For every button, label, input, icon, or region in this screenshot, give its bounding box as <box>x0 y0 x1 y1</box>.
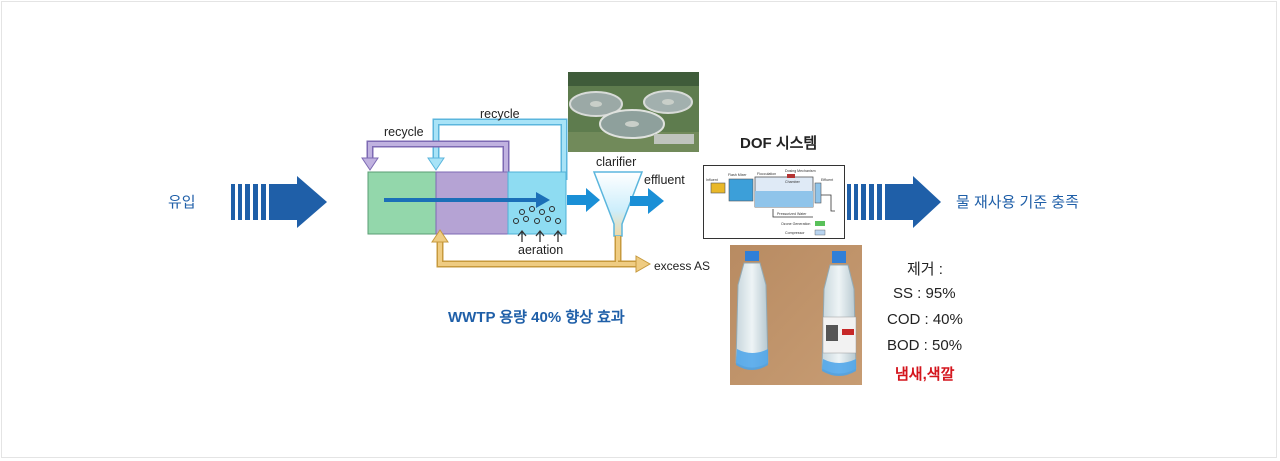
clarifier-label: clarifier <box>596 155 636 169</box>
dof-title: DOF 시스템 <box>740 135 818 152</box>
removal-cod: COD : 40% <box>887 311 963 328</box>
clarifier-tank <box>592 171 644 237</box>
svg-text:Pressurized Water: Pressurized Water <box>777 212 807 216</box>
removal-ss: SS : 95% <box>893 285 956 302</box>
removal-title: 제거 : <box>907 261 943 278</box>
aeration-bubbles <box>513 206 561 224</box>
removal-bod: BOD : 50% <box>887 337 963 354</box>
aeration-label: aeration <box>518 243 563 257</box>
removal-odor-color: 냄새,색깔 <box>895 366 955 383</box>
dof-schematic: Influent Flash Mixer Flocculation Dosing… <box>703 165 845 239</box>
recycle-top-label: recycle <box>480 107 520 121</box>
svg-text:Flash Mixer: Flash Mixer <box>728 173 747 177</box>
svg-text:Compressor: Compressor <box>785 231 805 235</box>
svg-text:Dosing Mechanism: Dosing Mechanism <box>785 169 816 173</box>
outflow-label: 물 재사용 기준 충족 <box>956 194 1079 211</box>
effluent-label: effluent <box>644 173 685 187</box>
excess-as-label: excess AS <box>654 259 710 273</box>
clarifier-aerial-photo <box>568 72 699 152</box>
water-bottles-photo <box>730 245 862 385</box>
svg-text:Flocculation: Flocculation <box>757 172 776 176</box>
tank-anoxic <box>367 171 437 235</box>
recycle-outer-arrow <box>432 118 568 180</box>
outflow-arrow-icon <box>847 176 941 228</box>
inflow-arrow-icon <box>231 176 327 228</box>
tank-anaerobic <box>435 171 509 235</box>
svg-text:Influent: Influent <box>706 178 718 182</box>
recycle-left-label: recycle <box>384 125 424 139</box>
svg-text:Effluent: Effluent <box>821 178 833 182</box>
wwtp-caption: WWTP 용량 40% 향상 효과 <box>448 309 625 326</box>
wwtp-process-diagram: recycle recycle clarifier effluent aerat… <box>361 107 710 273</box>
svg-text:Ozone Generation: Ozone Generation <box>781 222 810 226</box>
inflow-label: 유입 <box>168 194 196 211</box>
svg-text:Chamber: Chamber <box>785 180 801 184</box>
